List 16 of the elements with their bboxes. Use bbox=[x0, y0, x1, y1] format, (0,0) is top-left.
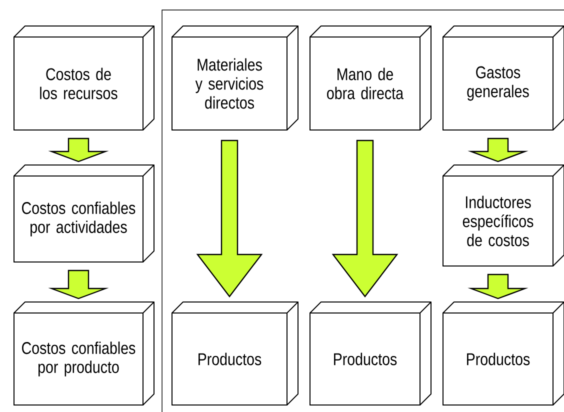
cube-box: Productos bbox=[310, 302, 432, 406]
block-arrow bbox=[48, 270, 109, 300]
block-arrow bbox=[468, 138, 528, 162]
cube-box: Materiales y servicios directos bbox=[172, 26, 298, 130]
cube-box: Costos confiables por producto bbox=[14, 302, 154, 406]
cube-box: Gastos generales bbox=[442, 26, 564, 130]
cube-box: Costos de los recursos bbox=[14, 26, 154, 130]
cube-box: Inductores específicos de costos bbox=[442, 164, 564, 266]
cube-box: Costos confiables por actividades bbox=[14, 164, 154, 262]
block-arrow bbox=[48, 138, 109, 162]
block-arrow bbox=[332, 140, 398, 298]
block-arrow bbox=[196, 140, 263, 298]
block-arrow bbox=[468, 274, 528, 300]
cube-box: Productos bbox=[172, 302, 298, 406]
cube-box: Mano de obra directa bbox=[310, 26, 432, 130]
cube-box: Productos bbox=[442, 302, 564, 406]
